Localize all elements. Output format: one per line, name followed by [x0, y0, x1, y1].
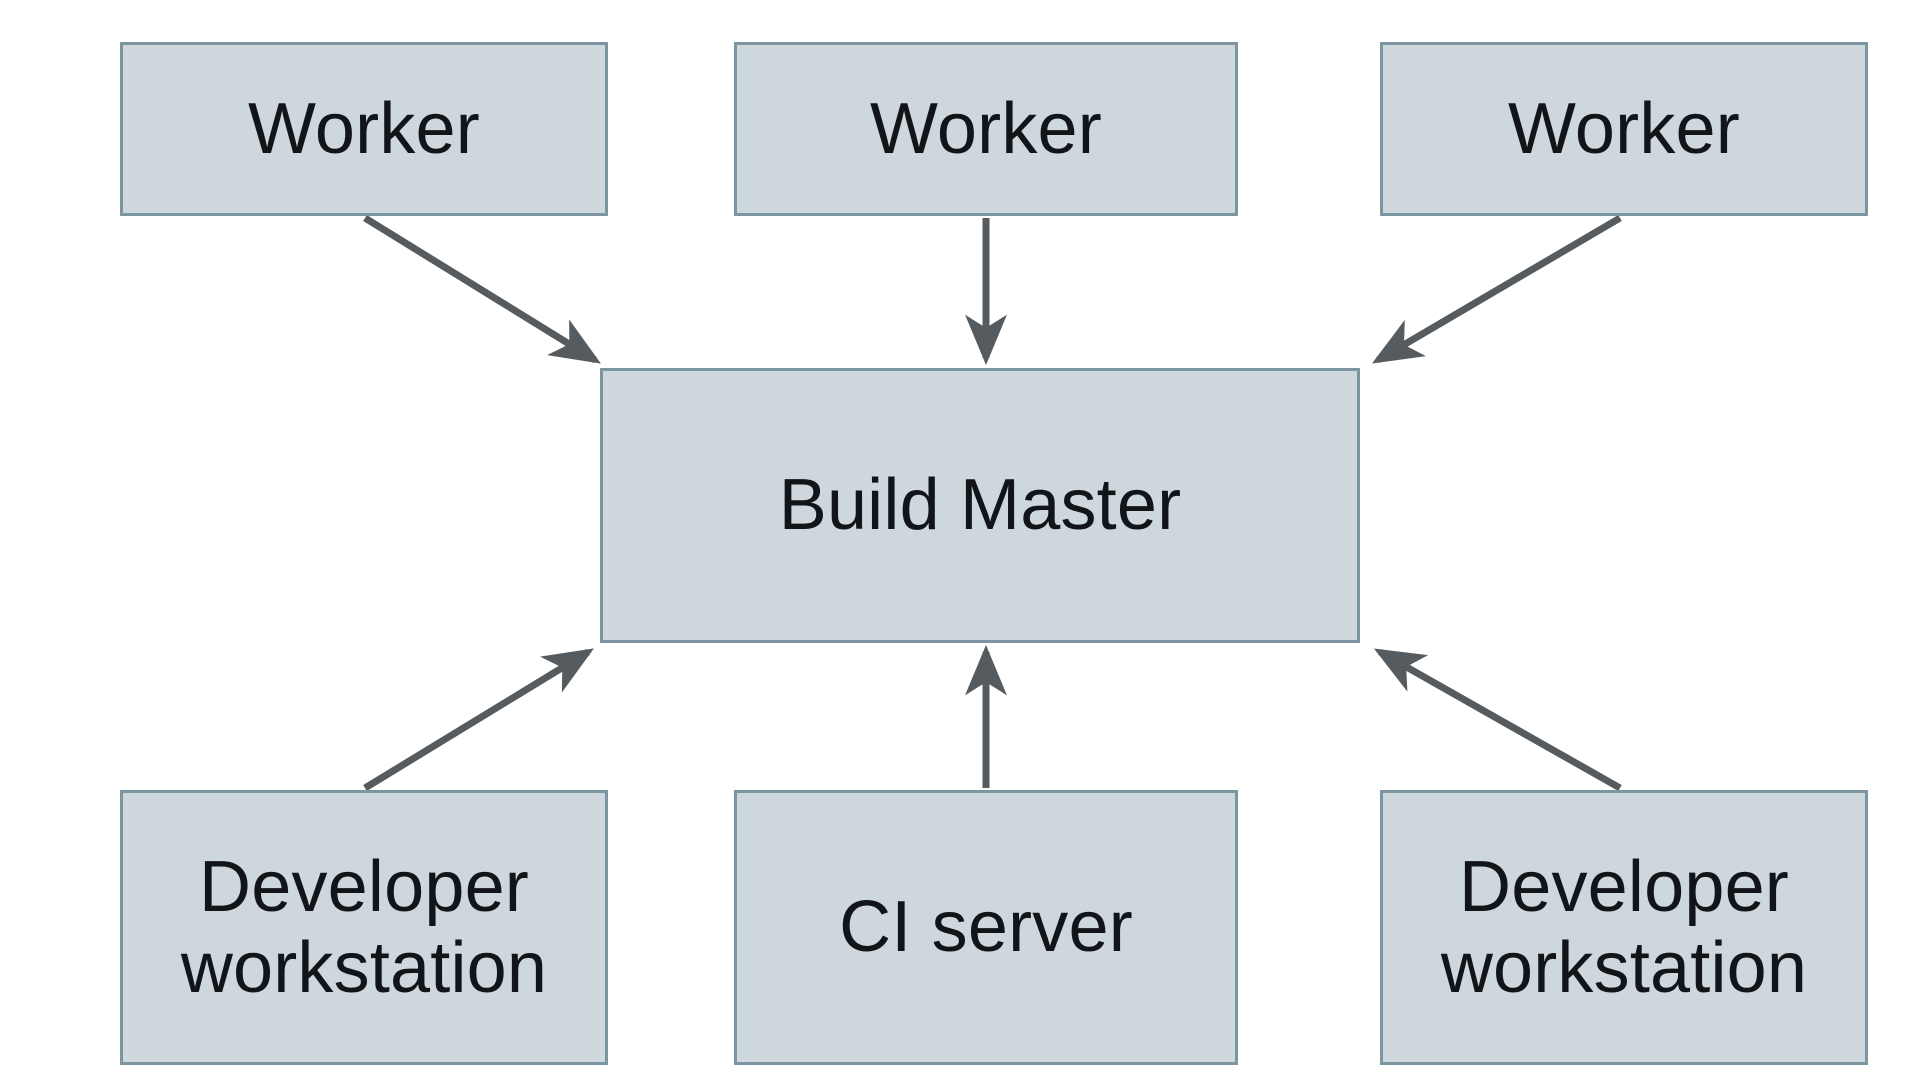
node-developer-workstation-2[interactable]: Developer workstation: [1380, 790, 1868, 1065]
node-label: CI server: [839, 887, 1133, 968]
node-worker-2[interactable]: Worker: [734, 42, 1238, 216]
edge-dev-ws-1-to-build-master: [363, 648, 594, 791]
node-developer-workstation-1[interactable]: Developer workstation: [120, 790, 608, 1065]
node-label: Build Master: [778, 465, 1182, 546]
node-build-master[interactable]: Build Master: [600, 368, 1360, 643]
node-label: Developer workstation: [180, 846, 548, 1008]
node-label: Worker: [870, 88, 1102, 169]
node-worker-1[interactable]: Worker: [120, 42, 608, 216]
edge-worker-3-to-build-master: [1371, 214, 1622, 364]
edge-worker-1-to-build-master: [363, 215, 601, 364]
node-label: Worker: [248, 88, 480, 169]
node-label: Developer workstation: [1440, 846, 1808, 1008]
node-label: Worker: [1508, 88, 1740, 169]
edge-dev-ws-2-to-build-master: [1373, 648, 1622, 792]
node-ci-server[interactable]: CI server: [734, 790, 1238, 1065]
node-worker-3[interactable]: Worker: [1380, 42, 1868, 216]
